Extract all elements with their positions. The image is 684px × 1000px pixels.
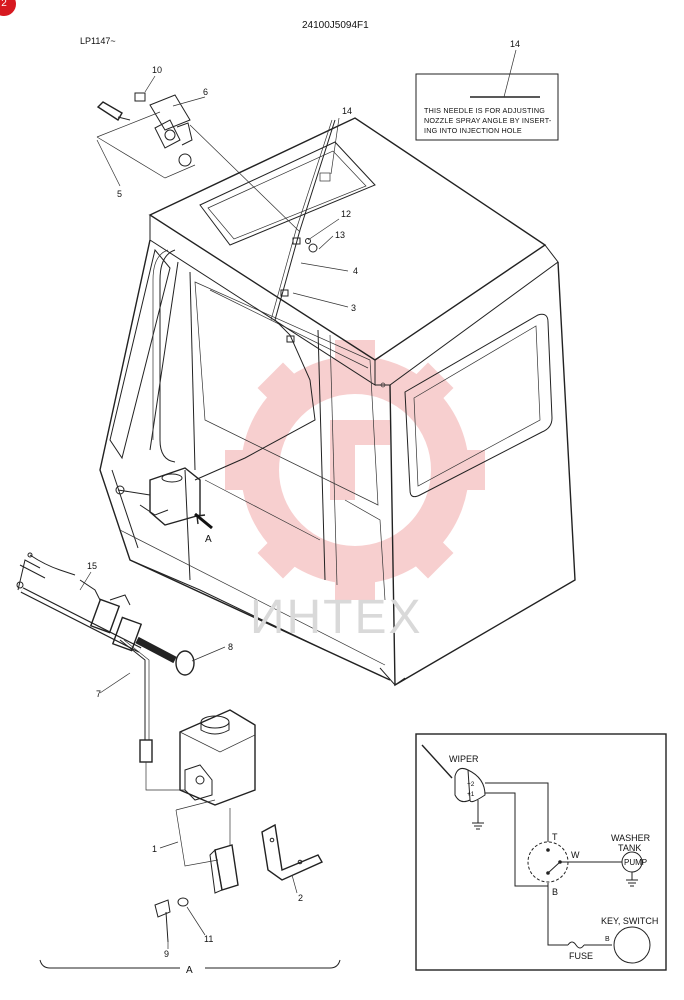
callout-3: 3	[351, 303, 356, 313]
callout-12: 12	[341, 209, 351, 219]
washer-tank-small: A	[115, 467, 213, 545]
callout-10: 10	[152, 65, 162, 75]
callout-1: 1	[152, 844, 157, 854]
schematic-b2-label: B	[605, 936, 610, 943]
callout-14-note: 14	[510, 39, 520, 49]
drawing-number: 24100J5094F1	[302, 20, 369, 31]
callout-2: 2	[298, 893, 303, 903]
fuse-icon	[567, 941, 585, 949]
washer-tank-assembly: A	[39, 709, 341, 976]
schematic-pump-label: PUMP	[624, 858, 647, 867]
watermark-gear-icon	[225, 340, 485, 600]
page-badge: 2	[0, 0, 16, 16]
view-bottom-label: A	[186, 965, 193, 976]
serial-range: LP1147~	[80, 36, 116, 46]
schematic-fuse-label: FUSE	[569, 951, 593, 961]
callout-7: 7	[96, 689, 101, 699]
note-line-3: ING INTO INJECTION HOLE	[424, 126, 522, 135]
callout-15: 15	[87, 561, 97, 571]
callout-8: 8	[228, 642, 233, 652]
cab-body	[99, 117, 576, 687]
schematic-wiper-label: WIPER	[449, 754, 479, 764]
note-box: THIS NEEDLE IS FOR ADJUSTING NOZZLE SPRA…	[415, 49, 559, 141]
callout-11: 11	[204, 934, 213, 944]
callout-9: 9	[164, 949, 169, 959]
wiring-schematic: WIPER +2 +1 T W B PUMP WASHER TANK	[415, 733, 667, 971]
schematic-w-label: W	[571, 850, 580, 860]
nozzle-assembly	[96, 92, 301, 233]
callout-6: 6	[203, 87, 208, 97]
note-line-1: THIS NEEDLE IS FOR ADJUSTING	[424, 106, 545, 115]
callout-14-cab: 14	[342, 106, 352, 116]
schematic-tank-label: TANK	[618, 843, 641, 853]
callout-leaders	[79, 75, 349, 949]
terminal-plus2: +2	[467, 781, 475, 788]
watermark-text: ИНТЕХ	[250, 591, 423, 644]
schematic-b-label: B	[552, 887, 558, 897]
callout-13: 13	[335, 230, 345, 240]
schematic-washer-label: WASHER	[611, 833, 651, 843]
key-switch-icon	[613, 926, 651, 964]
view-arrow-label: A	[205, 534, 212, 545]
wiper-switch-harness	[16, 552, 195, 791]
terminal-plus1: +1	[467, 791, 475, 798]
callout-4: 4	[353, 266, 358, 276]
schematic-key-switch-label: KEY, SWITCH	[601, 916, 658, 926]
washer-hose	[152, 119, 336, 481]
schematic-t-label: T	[552, 832, 558, 842]
note-line-2: NOZZLE SPRAY ANGLE BY INSERT-	[424, 116, 552, 125]
callout-5: 5	[117, 189, 122, 199]
